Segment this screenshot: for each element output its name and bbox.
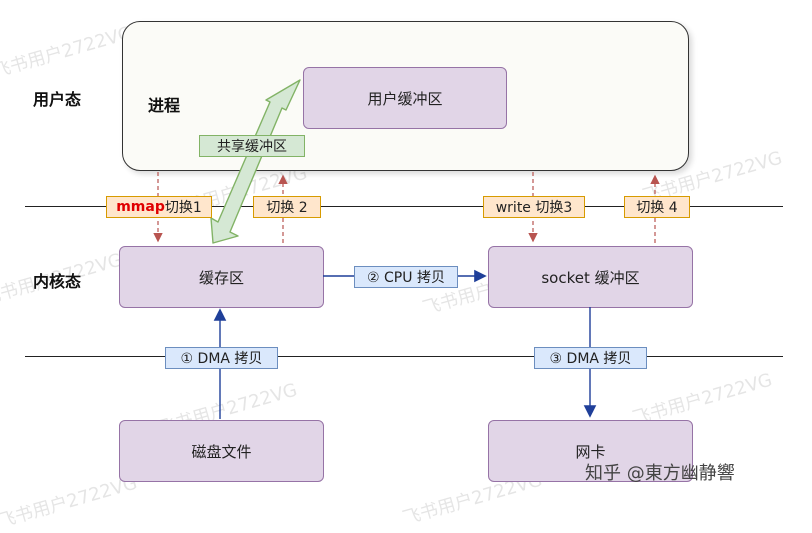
mmap-switch1-tag: mmap 切换1 [106,196,212,218]
write-switch3-tag: write 切换3 [483,196,585,218]
user-mode-label: 用户态 [33,90,82,109]
process-label: 进程 [148,96,181,115]
author-credit: 知乎 @東方幽静響 [585,463,735,484]
socket-buffer-box: socket 缓冲区 [488,246,693,308]
cpu-copy-label: ② CPU 拷贝 [367,270,445,286]
page-cache-label: 缓存区 [198,268,244,287]
user-buffer-box: 用户缓冲区 [303,67,507,129]
switch4-tag: 切换 4 [624,196,690,218]
user-buffer-label: 用户缓冲区 [367,89,443,108]
dma-copy-3-tag: ③ DMA 拷贝 [534,347,647,369]
kernel-hardware-boundary-line [25,356,783,358]
cpu-copy-tag: ② CPU 拷贝 [354,266,458,288]
write-switch3-label: write 切换3 [495,200,573,216]
switch2-tag: 切换 2 [253,196,321,218]
arrows-layer [153,79,660,419]
nic-label: 网卡 [575,442,606,461]
switch2-label: 切换 2 [266,200,308,216]
switch1-label: 切换1 [164,200,202,216]
switch4-label: 切换 4 [636,200,678,216]
dma-copy-1-tag: ① DMA 拷贝 [165,347,278,369]
dma-copy-3-label: ③ DMA 拷贝 [549,351,632,367]
nic-box: 网卡 [488,420,693,482]
socket-buffer-label: socket 缓冲区 [541,268,640,287]
disk-file-label: 磁盘文件 [191,442,252,461]
mmap-keyword: mmap [116,199,165,215]
disk-file-box: 磁盘文件 [119,420,324,482]
shared-mapping-double-arrow [210,79,301,244]
kernel-mode-label: 内核态 [33,272,82,291]
shared-buffer-label: 共享缓冲区 [217,139,287,155]
dma-copy-1-label: ① DMA 拷贝 [180,351,263,367]
shared-buffer-tag: 共享缓冲区 [199,135,305,157]
user-kernel-boundary-line [25,206,783,208]
page-cache-box: 缓存区 [119,246,324,308]
